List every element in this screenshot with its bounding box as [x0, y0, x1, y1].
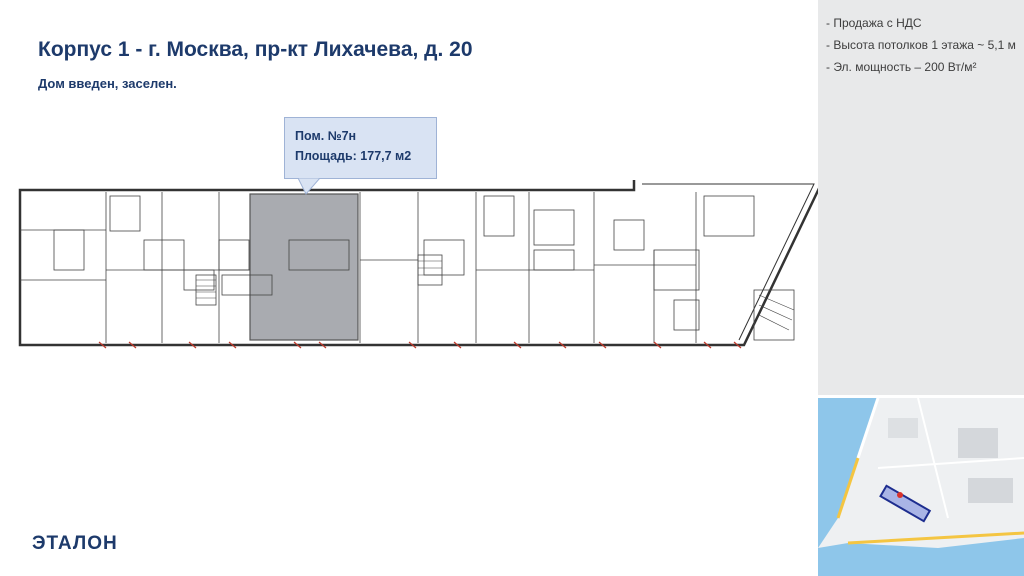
info-panel	[818, 0, 1024, 395]
page-subtitle: Дом введен, заселен.	[38, 76, 177, 91]
callout-pointer	[298, 178, 321, 195]
feature-list: - Продажа с НДС - Высота потолков 1 этаж…	[826, 12, 1016, 78]
page-title: Корпус 1 - г. Москва, пр-кт Лихачева, д.…	[38, 38, 473, 61]
location-map	[818, 398, 1024, 576]
callout-room-number: Пом. №7н	[295, 129, 357, 143]
highlighted-room	[249, 193, 359, 341]
feature-item: - Высота потолков 1 этажа ~ 5,1 м	[826, 38, 1016, 52]
building-marker	[879, 484, 932, 523]
brand-logo: ЭТАЛОН	[32, 533, 118, 554]
feature-item: - Эл. мощность – 200 Вт/м²	[826, 60, 977, 74]
floor-plan	[18, 180, 825, 349]
callout-area: Площадь: 177,7 м2	[295, 149, 412, 163]
premises-callout: Пом. №7н Площадь: 177,7 м2	[284, 117, 437, 179]
feature-item: - Продажа с НДС	[826, 16, 922, 30]
